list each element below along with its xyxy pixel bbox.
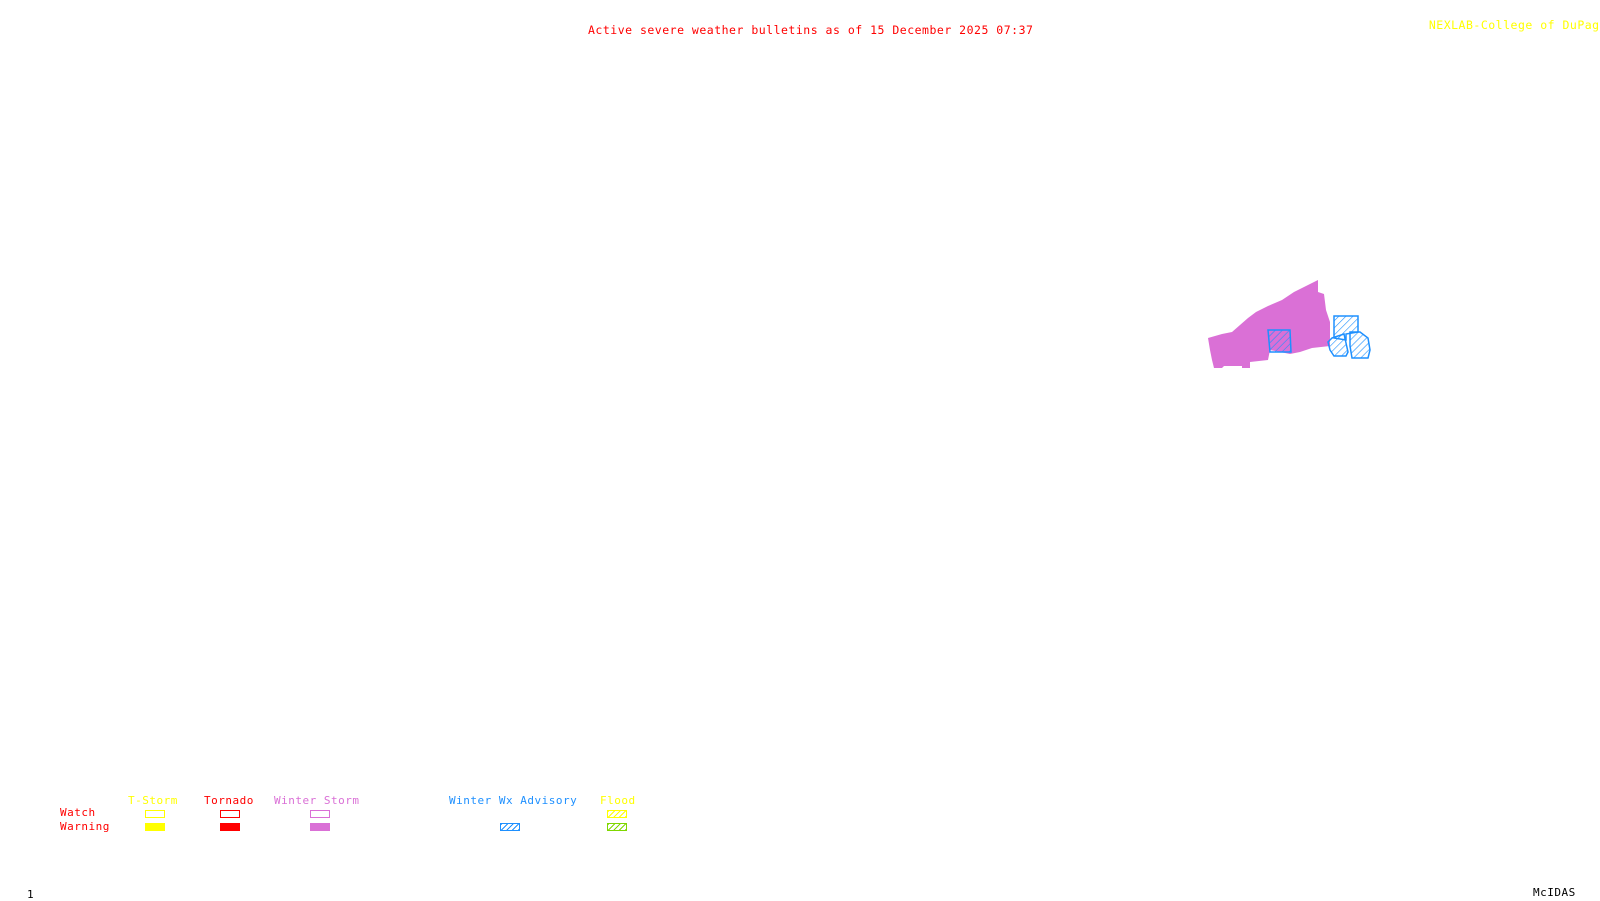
legend-header-winter-storm: Winter Storm	[274, 794, 360, 807]
winter-wx-advisory-area[interactable]	[1349, 331, 1371, 359]
swatch-winter-wx-advisory	[500, 823, 520, 831]
swatch-flood-warning	[607, 823, 627, 831]
software-label: McIDAS	[1533, 886, 1576, 899]
swatch-tornado-watch	[220, 810, 240, 818]
legend-header-tstorm: T-Storm	[128, 794, 178, 807]
swatch-tstorm-watch	[145, 810, 165, 818]
winter-storm-warning-area[interactable]	[1208, 280, 1330, 368]
swatch-winter-storm-warning	[310, 823, 330, 831]
swatch-winter-storm-watch	[310, 810, 330, 818]
legend-header-tornado: Tornado	[204, 794, 254, 807]
map-title: Active severe weather bulletins as of 15…	[588, 23, 1034, 37]
winter-wx-advisory-area[interactable]	[1267, 329, 1292, 353]
credit-label: NEXLAB-College of DuPage ⇱	[1414, 4, 1600, 32]
swatch-tornado-warning	[220, 823, 240, 831]
frame-number: 1	[27, 888, 35, 901]
credit-text: NEXLAB-College of DuPage	[1428, 18, 1600, 32]
legend-header-flood: Flood	[600, 794, 636, 807]
legend-row-warning: Warning	[60, 820, 110, 833]
legend-row-watch: Watch	[60, 806, 96, 819]
swatch-tstorm-warning	[145, 823, 165, 831]
winter-wx-advisory-area[interactable]	[1327, 333, 1349, 357]
legend-header-winter-wx-advisory: Winter Wx Advisory	[449, 794, 578, 807]
swatch-flood-watch	[607, 810, 627, 818]
